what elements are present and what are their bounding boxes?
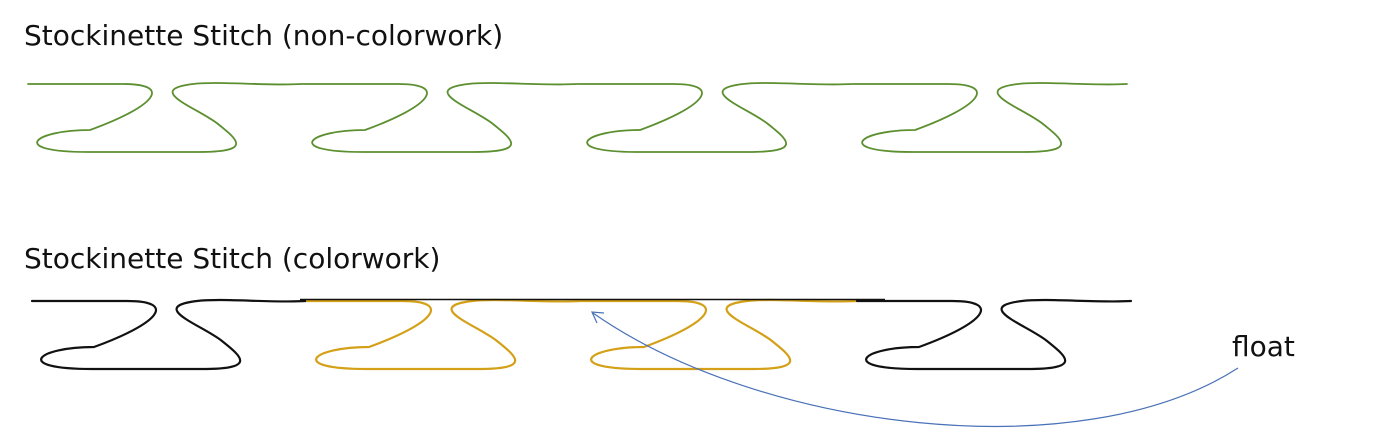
stitch-loop-non-colorwork-2 [302,82,578,153]
stitch-loop-non-colorwork-4 [852,82,1128,153]
float-label: float [1232,330,1295,363]
stitch-loop-non-colorwork-3 [577,82,853,153]
stitch-loop-colorwork-4 [855,298,1133,371]
stitch-loop-colorwork-2 [305,298,583,371]
stitch-loop-non-colorwork-1 [27,82,303,153]
heading-colorwork: Stockinette Stitch (colorwork) [24,242,441,275]
float-arrowhead [591,311,605,324]
stitch-loop-colorwork-3 [580,298,858,371]
float-arrow [592,312,1239,427]
row-non-colorwork [27,82,1128,153]
heading-non-colorwork: Stockinette Stitch (non-colorwork) [24,19,504,52]
stitch-loop-colorwork-1 [30,298,308,371]
row-colorwork [30,298,1133,371]
